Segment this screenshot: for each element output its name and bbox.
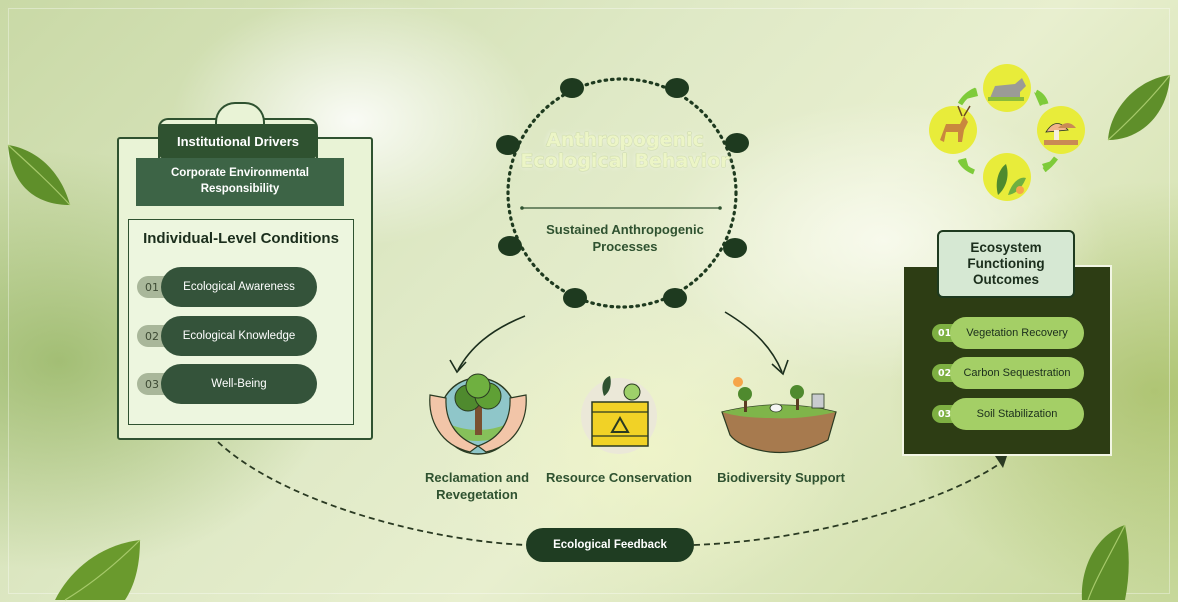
central-subtitle: Sustained Anthropogenic Processes <box>546 222 704 254</box>
plant-icon <box>996 164 1026 195</box>
deer-icon <box>940 105 971 142</box>
feedback-path <box>217 441 1006 546</box>
ecological-feedback-badge: Ecological Feedback <box>526 528 694 562</box>
condition-item: 03 Well-Being <box>137 364 317 404</box>
leaf-icon <box>55 539 141 601</box>
process-label: Resource Conservation <box>546 470 692 485</box>
arrowhead-icon <box>995 456 1007 468</box>
cycle-arrows <box>957 87 1058 175</box>
process-ring <box>506 77 738 309</box>
cycle-diagram <box>929 64 1085 201</box>
leaf-icon <box>1107 74 1171 141</box>
outcome-label: Vegetation Recovery <box>950 317 1084 349</box>
mushroom-icon <box>1044 123 1078 145</box>
outcome-item: 03 Soil Stabilization <box>932 398 1084 430</box>
condition-item: 01 Ecological Awareness <box>137 267 317 307</box>
landscape-icon <box>721 377 837 454</box>
ecosystem-outcomes-title: Ecosystem Functioning Outcomes <box>937 230 1075 298</box>
hands-tree-icon <box>429 373 527 455</box>
outcome-label: Soil Stabilization <box>950 398 1084 430</box>
central-title: Anthropogenic Ecological Behavior <box>520 129 730 172</box>
condition-label: Well-Being <box>161 364 317 404</box>
condition-item: 02 Ecological Knowledge <box>137 316 317 356</box>
process-label: Biodiversity Support <box>717 470 845 485</box>
outcome-label: Carbon Sequestration <box>950 357 1084 389</box>
condition-label: Ecological Knowledge <box>161 316 317 356</box>
condition-label: Ecological Awareness <box>161 267 317 307</box>
outcome-item: 02 Carbon Sequestration <box>932 357 1084 389</box>
corporate-responsibility-box: Corporate Environmental Responsibility <box>136 158 344 206</box>
individual-conditions-title: Individual-Level Conditions <box>143 230 339 247</box>
recycle-box-icon <box>581 376 657 454</box>
branch-arrows <box>449 311 789 376</box>
institutional-drivers-title: Institutional Drivers <box>160 124 316 158</box>
process-label: Reclamation and Revegetation <box>424 470 530 502</box>
leaf-icon <box>7 144 71 206</box>
outcome-item: 01 Vegetation Recovery <box>932 317 1084 349</box>
ring-nodes <box>496 78 749 308</box>
wolf-icon <box>988 78 1026 101</box>
image-frame <box>8 8 1170 594</box>
leaf-icon <box>1081 524 1129 601</box>
